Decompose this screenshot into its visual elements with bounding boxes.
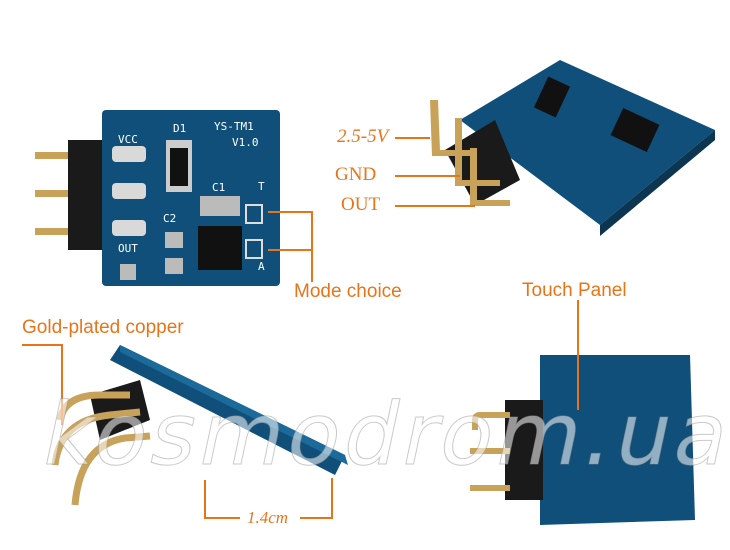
gold-plated-leader bbox=[22, 344, 63, 425]
pcb-board-front: VCC D1 YS-TM1 V1.0 C1 T C2 OUT A bbox=[102, 110, 280, 286]
silk-a: A bbox=[258, 260, 265, 273]
label-gnd: GND bbox=[335, 164, 377, 185]
label-gold-plated-copper: Gold-plated copper bbox=[22, 317, 184, 338]
thickness-leader bbox=[204, 478, 333, 519]
pcb-board-angled bbox=[430, 60, 715, 236]
silk-vcc: VCC bbox=[118, 133, 138, 146]
silk-c1: C1 bbox=[212, 181, 225, 194]
mode-choice-leader bbox=[268, 211, 313, 282]
silk-c2: C2 bbox=[163, 212, 176, 225]
label-out: OUT bbox=[341, 194, 381, 215]
label-thickness: 1.4cm bbox=[247, 508, 289, 527]
silk-version: V1.0 bbox=[232, 136, 259, 149]
pcb-side-view bbox=[51, 345, 348, 506]
watermark: kosmodrom.ua bbox=[34, 385, 730, 486]
label-voltage: 2.5-5V bbox=[337, 126, 389, 147]
label-touch-panel: Touch Panel bbox=[522, 280, 627, 301]
header-pins-left bbox=[35, 140, 102, 250]
silk-t: T bbox=[258, 180, 265, 193]
silk-d1: D1 bbox=[173, 122, 186, 135]
silk-out: OUT bbox=[118, 242, 138, 255]
silk-model: YS-TM1 bbox=[214, 120, 254, 133]
label-mode-choice: Mode choice bbox=[294, 281, 402, 302]
pin-label-leaders bbox=[395, 137, 475, 207]
